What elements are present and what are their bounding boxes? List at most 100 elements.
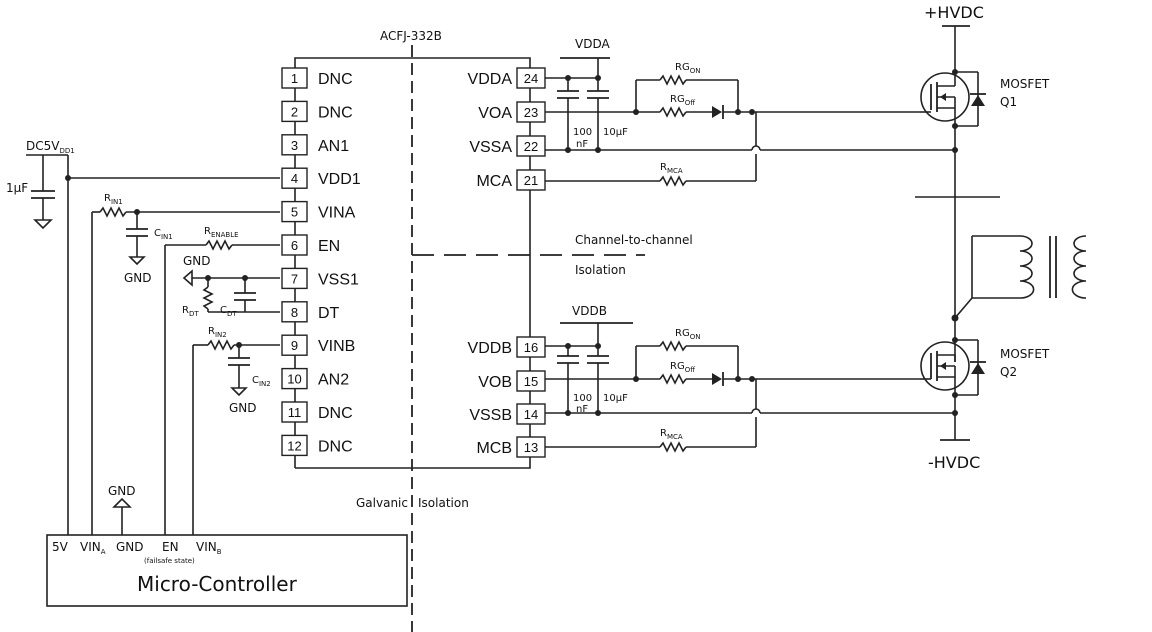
rgoff-label-b: RGOff [670, 361, 695, 374]
cap-vdd-label: 1µF [6, 181, 28, 195]
cap-10u-label-a: 10µF [603, 127, 628, 138]
ic-pin-left: 7 VSS1 [281, 267, 359, 290]
gnd-label-cin1: GND [124, 271, 152, 285]
pin-name: DNC [318, 104, 353, 121]
rgon-label-b: RGON [675, 328, 700, 341]
ic-part-number: ACFJ-332B [380, 29, 442, 43]
ic-pin-left: 5 VINA [281, 200, 356, 223]
resistor-rgoff-a [659, 106, 687, 118]
mcu-pin-vina: VINA [80, 540, 106, 556]
mosfet-label-q2: MOSFET [1000, 347, 1050, 361]
rmca-label-a: RMCA [660, 162, 683, 175]
renable-label: RENABLE [204, 226, 239, 239]
rgoff-label-a: RGOff [670, 94, 695, 107]
cin1-label: CIN1 [154, 228, 173, 241]
gnd-label-vss1: GND [183, 254, 211, 268]
gnd-label-mcu: GND [108, 484, 136, 498]
ic-right-pins: 24VDDA23VOA22VSSA21MCA16VDDB15VOB14VSSB1… [468, 67, 546, 458]
resistor-rgoff-b [659, 373, 687, 385]
galvanic-isolation-label-1: Galvanic [356, 496, 408, 510]
body-diode-q2 [971, 363, 985, 374]
rin1-label: RIN1 [104, 193, 123, 206]
pin-name: VDDA [468, 71, 513, 88]
pin-number: 3 [291, 138, 298, 153]
pin-number: 12 [287, 438, 301, 453]
pin-number: 7 [291, 271, 298, 286]
vddb-label: VDDB [572, 304, 607, 318]
q1-label: Q1 [1000, 95, 1017, 109]
pin-name: DNC [318, 438, 353, 455]
ic-pin-right: 15 VOB [478, 370, 546, 392]
pin-number: 14 [524, 407, 538, 422]
galvanic-isolation-label-2: Isolation [418, 496, 469, 510]
pin-name: DT [318, 305, 340, 322]
mcu-pin-5v: 5V [52, 540, 69, 554]
cap-nf-label-a: nF [576, 139, 588, 150]
rgon-label-a: RGON [675, 62, 700, 75]
resistor-renable [205, 239, 233, 251]
pin-number: 15 [524, 374, 538, 389]
pin-name: VINB [318, 338, 355, 355]
pin-number: 24 [524, 71, 538, 86]
pin-name: AN2 [318, 372, 349, 389]
channel-a-circuit: VDDA 100 nF 10µF RGON [545, 37, 955, 187]
vdda-label: VDDA [575, 37, 610, 51]
transformer-primary [1019, 235, 1035, 299]
pin-number: 10 [287, 372, 301, 387]
ic-pin-left: 3 AN1 [281, 134, 349, 156]
pin-name: VOB [478, 374, 512, 391]
ic-pin-left: 11 DNC [281, 401, 353, 423]
mcu-pin-en: EN [162, 540, 179, 554]
ic-pin-right: 23 VOA [478, 101, 546, 123]
rmca-label-b: RMCA [660, 428, 683, 441]
pin-name: EN [318, 238, 340, 255]
power-stage: +HVDC MOSFET Q1 [915, 3, 1087, 472]
pin-name: AN1 [318, 138, 349, 155]
resistor-rin1 [99, 206, 127, 218]
pin-number: 23 [524, 105, 538, 120]
mosfet-q1 [920, 72, 970, 122]
ground-symbol-vss1 [182, 269, 193, 287]
diode-a [712, 106, 722, 118]
channel-isolation-label-2: Isolation [575, 263, 626, 277]
pin-name: VOA [478, 105, 512, 122]
pin-number: 8 [291, 305, 298, 320]
pin-name: MCB [476, 440, 512, 457]
supply-label: DC5VDD1 [26, 139, 75, 155]
rin2-label: RIN2 [208, 326, 227, 339]
ground-symbol-cin1 [128, 256, 146, 266]
ground-symbol-mcu [112, 497, 132, 508]
pin-name: DNC [318, 71, 353, 88]
pin-number: 9 [291, 338, 298, 353]
hvdc-neg-label: -HVDC [928, 453, 980, 472]
diode-b [712, 373, 722, 385]
micro-controller: 5V VINA GND EN (failsafe state) VINB Mic… [46, 534, 408, 607]
cap-100-label-a: 100 [573, 127, 592, 138]
q2-label: Q2 [1000, 365, 1017, 379]
pin-name: VINA [318, 205, 356, 222]
pin-number: 21 [524, 173, 538, 188]
ic-pin-left: 9 VINB [281, 334, 355, 356]
ic-pin-left: 10 AN2 [281, 367, 349, 390]
ic-pin-right: 24 VDDA [468, 67, 546, 89]
pin-number: 11 [288, 405, 302, 420]
pin-number: 5 [291, 205, 298, 220]
mosfet-q2 [920, 341, 970, 391]
pin-name: VDDB [468, 340, 512, 357]
mcu-pin-gnd: GND [116, 540, 144, 554]
rdt-label: RDT [182, 305, 199, 318]
cap-10u-label-b: 10µF [603, 393, 628, 404]
resistor-rdt [202, 286, 214, 310]
pin-name: VSS1 [318, 271, 359, 288]
ic-pin-left: 12 DNC [281, 434, 353, 457]
cin2-label: CIN2 [252, 375, 271, 388]
cap-nf-label-b: nF [576, 404, 588, 415]
pin-name: DNC [318, 405, 353, 422]
transformer-secondary [1071, 235, 1087, 299]
